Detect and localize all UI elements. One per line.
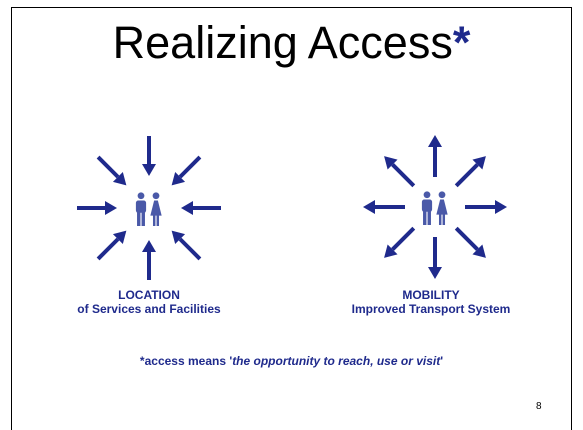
inward-arrow-down-right-icon — [171, 230, 202, 261]
footnote-prefix: *access means ' — [139, 354, 233, 368]
location-woman-icon — [150, 192, 162, 226]
inward-arrow-left-icon — [77, 201, 117, 215]
mobility-caption-subtitle: Improved Transport System — [351, 302, 511, 316]
access-definition-footnote: *access means 'the opportunity to reach,… — [0, 354, 583, 368]
inward-arrow-up-right-icon — [171, 155, 202, 186]
mobility-woman-icon — [436, 191, 448, 225]
inward-arrow-right-icon — [181, 201, 221, 215]
mobility-caption: MOBILITY Improved Transport System — [316, 288, 546, 316]
title-text: Realizing Access — [112, 17, 453, 68]
outward-arrow-up-icon — [428, 135, 442, 177]
inward-arrow-up-left-icon — [96, 155, 127, 186]
inward-arrow-down-left-icon — [96, 230, 127, 261]
slide-frame — [11, 7, 572, 430]
mobility-caption-heading: MOBILITY — [402, 288, 460, 302]
slide-title: Realizing Access* — [0, 20, 583, 65]
outward-arrow-down-icon — [428, 237, 442, 279]
inward-arrow-up-icon — [142, 136, 156, 176]
location-caption: LOCATION of Services and Facilities — [34, 288, 264, 316]
outward-arrow-up-left-icon — [384, 156, 416, 188]
outward-arrow-down-left-icon — [384, 226, 416, 258]
location-man-icon — [135, 192, 147, 226]
outward-arrow-right-icon — [465, 200, 507, 214]
inward-arrow-down-icon — [142, 240, 156, 280]
inward-arrows-people-icon — [77, 136, 221, 280]
footnote-definition: the opportunity to reach, use or visit — [232, 354, 441, 368]
outward-arrow-left-icon — [363, 200, 405, 214]
location-caption-subtitle: of Services and Facilities — [77, 302, 221, 316]
page-number: 8 — [536, 401, 542, 412]
outward-arrows-people-icon — [363, 135, 507, 279]
location-caption-heading: LOCATION — [118, 288, 180, 302]
outward-arrow-up-right-icon — [454, 156, 486, 188]
footnote-suffix: ' — [440, 354, 444, 368]
mobility-man-icon — [421, 191, 433, 225]
title-asterisk: * — [452, 17, 471, 68]
outward-arrow-down-right-icon — [454, 226, 486, 258]
